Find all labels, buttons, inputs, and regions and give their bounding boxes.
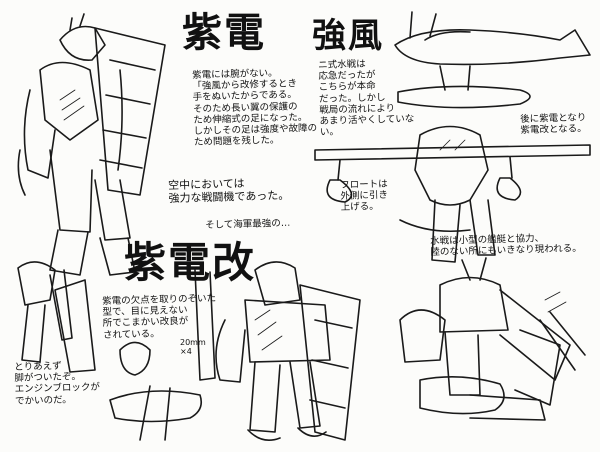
title-kyofu: 強風 <box>312 16 384 56</box>
title-shiden: 紫電 <box>182 10 266 56</box>
seaplane-mecha-sketch <box>399 257 586 421</box>
shiden-mecha-sketch <box>17 13 166 276</box>
ink-hatching <box>59 89 567 351</box>
title-shiden-kai: 紫電改 <box>124 238 257 287</box>
note-kyofu-later: 後に紫電となり 紫電改となる。 <box>520 112 587 137</box>
leg-unit-sketch <box>17 261 96 373</box>
note-cannon-label: 20mm ×4 <box>180 338 206 357</box>
note-shiden-kai-improvements: 紫電の欠点を取りのぞいた 型で、目に見えない 所でこまかい改良が されている。 <box>102 293 217 341</box>
note-seaplane-escort: 水戦は小型の艦艇と協力、 陸のない所にもいきなり現われる。 <box>430 233 582 259</box>
note-leg-unit: とりあえず 脚がついたぞ。 エンジンブロックが でかいのだ。 <box>14 360 101 407</box>
note-float-folding: フロートは 外側に引き 上げる。 <box>340 178 389 214</box>
note-shiden-air-combat: 空中においては 強力な戦闘機であった。 <box>167 176 290 205</box>
shiden-kai-mecha-sketch <box>109 261 361 441</box>
kyofu-mecha-hybrid-sketch <box>314 125 591 263</box>
kyofu-floatplane-sketch <box>394 11 591 109</box>
note-kyofu-description: ニ式水戦は 応急だったが こちらが本命 だった。しかし 戦局の流れにより あまり… <box>318 58 415 139</box>
